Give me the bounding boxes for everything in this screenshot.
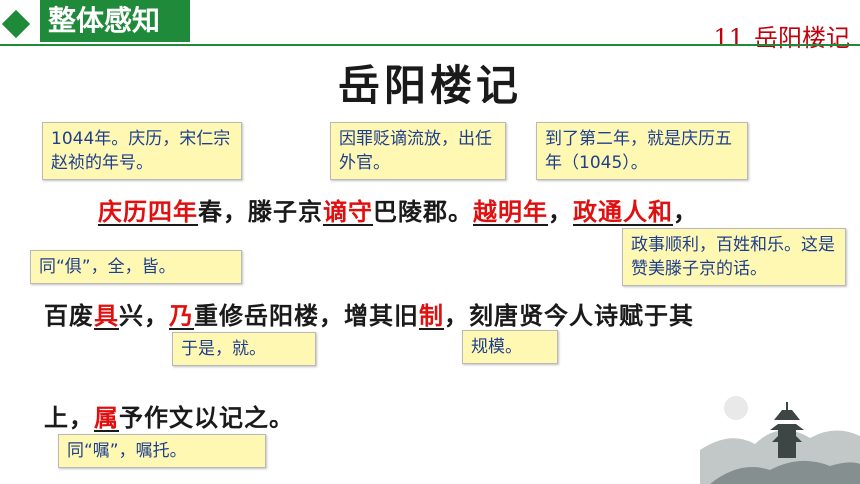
text-segment: 巴陵郡。 [373, 197, 473, 226]
hill-shape [710, 460, 860, 484]
keyword-yueming: 越明年 [473, 197, 548, 226]
section-title: 整体感知 [48, 4, 161, 37]
header-divider [0, 44, 860, 46]
keyword-zhengtong: 政通人和 [573, 197, 673, 226]
note-zhu: 同“嘱”，嘱托。 [58, 434, 266, 468]
lesson-number: 11 [713, 24, 744, 52]
note-ju: 同“俱”，全，皆。 [30, 250, 242, 284]
note-qingli: 1044年。庆历，宋仁宗赵祯的年号。 [42, 122, 242, 180]
text-segment: 予作文以记之。 [119, 403, 294, 432]
keyword-zhi: 制 [419, 301, 444, 330]
text-segment: 百废 [44, 301, 94, 330]
note-nai: 于是，就。 [172, 332, 316, 366]
keyword-nai: 乃 [169, 301, 194, 330]
text-segment: ， [548, 197, 573, 226]
text-line-3: 上，属予作文以记之。 [44, 398, 294, 433]
note-zhengtong: 政事顺利，百姓和乐。这是赞美滕子京的话。 [622, 228, 846, 286]
section-header: 整体感知 [40, 0, 190, 42]
keyword-qingli: 庆历四年 [98, 197, 198, 226]
note-zhi: 规模。 [462, 330, 558, 364]
text-segment: 春，滕子京 [198, 197, 323, 226]
note-yueming: 到了第二年，就是庆历五年（1045）。 [536, 122, 748, 180]
text-line-2: 百废具兴，乃重修岳阳楼，增其旧制，刻唐贤今人诗赋于其 [44, 296, 694, 331]
note-zhe: 因罪贬谪流放，出任外官。 [330, 122, 506, 180]
text-line-1: 庆历四年春，滕子京谪守巴陵郡。越明年，政通人和， [98, 192, 698, 227]
page-title: 岳阳楼记 [337, 61, 522, 110]
keyword-zheshou: 谪守 [323, 197, 373, 226]
text-segment: ，刻唐贤今人诗赋于其 [444, 301, 694, 330]
header-diamond-icon [1, 9, 31, 39]
keyword-ju: 具 [94, 301, 119, 330]
tower-landscape-illustration [700, 396, 860, 484]
moon-icon [724, 396, 748, 420]
text-segment: ， [673, 197, 698, 226]
tower-icon [770, 402, 804, 458]
lesson-title: 11 岳阳楼记 [713, 18, 850, 53]
lesson-name: 岳阳楼记 [754, 24, 850, 52]
text-segment: 重修岳阳楼，增其旧 [194, 301, 419, 330]
text-segment: 兴， [119, 301, 169, 330]
keyword-zhu: 属 [94, 403, 119, 432]
text-segment: 上， [44, 403, 94, 432]
